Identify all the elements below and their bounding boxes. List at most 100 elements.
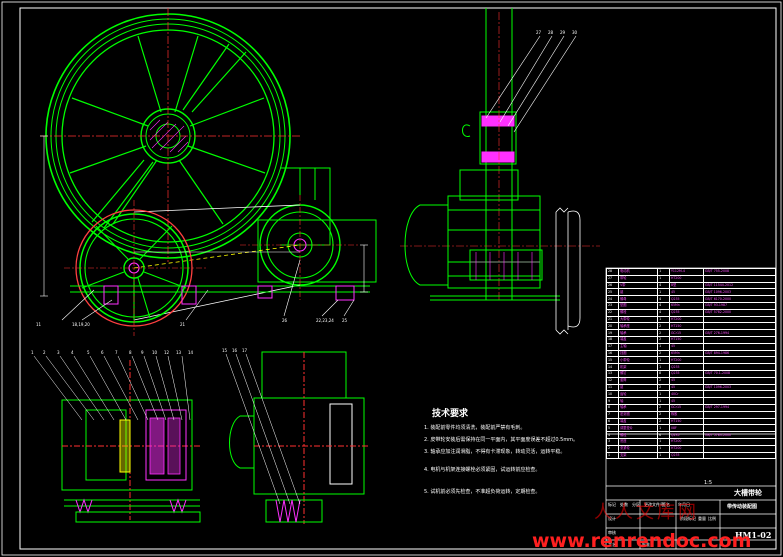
tb-label-stage: 阶段标记 [680, 516, 696, 521]
bom-cell: GB/T 755-2008 [703, 268, 776, 276]
watermark-url[interactable]: www.renrendoc.com [532, 530, 752, 552]
bom-cell: 1 [657, 363, 670, 371]
large-pulley-centerlines [40, 8, 300, 262]
bom-cell: HT150 [668, 322, 705, 331]
tb-label-date: 年月日 [678, 502, 690, 507]
bom-cell: GB/T 11544-2012 [703, 281, 776, 290]
watermark-cn: 人人文库网 [594, 502, 699, 523]
bom-cell: Q235 [668, 431, 705, 439]
bom-cell [703, 437, 776, 446]
bom-cell: GB/T 93-1987 [703, 301, 776, 310]
bom-cell: 45 [668, 397, 705, 405]
bom-cell: Q235 [668, 308, 705, 317]
bom-cell: Q235 [668, 369, 705, 378]
bom-cell: 1 [657, 315, 670, 324]
bom-cell: 2 [657, 403, 670, 412]
bom-cell: 16 [605, 349, 620, 358]
bom-cell: 2 [657, 417, 670, 426]
bom-cell: 螺栓 [618, 308, 659, 317]
base-frame-front [70, 285, 370, 305]
tb-label-scale: 比例 [708, 516, 716, 521]
bottom-middle-section [229, 351, 370, 524]
label-bm-17: 17 [242, 348, 248, 353]
bom-cell: 15 [605, 356, 620, 365]
label-front-22-24: 22,23,24 [316, 318, 334, 323]
bom-cell: 端盖 [618, 417, 659, 426]
label-front-25: 25 [342, 318, 348, 323]
label-side-28: 28 [548, 30, 554, 35]
label-bm-15: 15 [222, 348, 228, 353]
label-bl-8: 8 [129, 350, 132, 355]
bom-cell: 18 [605, 335, 620, 344]
bom-cell: 45 [668, 342, 705, 351]
belt-lines [133, 204, 301, 321]
bom-cell: 22 [605, 308, 620, 317]
bom-cell: 08F [668, 424, 705, 433]
bom-cell: 1 [605, 451, 620, 460]
label-bl-9: 9 [141, 350, 144, 355]
bom-cell [703, 390, 776, 399]
bom-cell: 带轮 [618, 274, 659, 283]
tech-requirements-title: 技术要求 [432, 409, 469, 419]
tb-label-review: 审核 [608, 530, 616, 535]
bom-cell: 主轴 [618, 342, 659, 351]
bom-cell: 45 [668, 376, 705, 385]
bom-cell: 12 [605, 376, 620, 385]
bom-cell: GB/T 894-1986 [703, 349, 776, 358]
tech-requirement-line: 2. 皮带轮安装后需保持在同一平面内，其平面度误差不超过0.5mm。 [424, 437, 579, 443]
bom-cell: 4 [657, 281, 670, 290]
bom-cell: 14 [605, 363, 620, 371]
bom-cell [703, 410, 776, 419]
bom-cell: 20 [605, 322, 620, 331]
bom-cell: 端盖 [618, 335, 659, 344]
bom-cell [703, 356, 776, 365]
bom-cell: 张紧轮 [618, 444, 659, 453]
tb-label-change: 更改文件号 [644, 502, 664, 507]
bom-cell: 1 [657, 390, 670, 399]
bom-cell [703, 363, 776, 371]
bom-cell: 1 [657, 444, 670, 453]
bom-cell: 9 [605, 397, 620, 405]
bom-cell: 1 [657, 437, 670, 446]
bom-cell: GB/T 1096-2003 [703, 288, 776, 297]
bottom-left-section [61, 360, 201, 523]
bom-cell: HT150 [668, 335, 705, 344]
label-side-30: 30 [572, 30, 578, 35]
middle-pulley-centerlines [64, 195, 360, 336]
bom-cell: 螺母 [618, 295, 659, 303]
bom-cell: 1 [657, 397, 670, 405]
bom-cell: 4 [657, 301, 670, 310]
motor-front-outline [257, 167, 377, 283]
label-bl-13: 13 [176, 350, 182, 355]
bom-cell [703, 274, 776, 283]
bom-cell: 8 [605, 403, 620, 412]
bom-cell: Y112M-4 [668, 268, 705, 276]
side-view-motor [404, 169, 560, 301]
tb-label-weight: 重量 [698, 516, 706, 521]
bom-cell: 8 [657, 369, 670, 378]
label-bl-2: 2 [43, 350, 46, 355]
bom-cell: GB/T 276-1994 [703, 329, 776, 337]
bom-cell: 轴承座 [618, 322, 659, 331]
bom-cell: B型 [668, 281, 705, 290]
bom-cell: 1 [657, 268, 670, 276]
bom-cell: 23 [605, 301, 620, 310]
bom-cell: 螺栓 [618, 431, 659, 439]
bom-cell: GCr15 [668, 403, 705, 412]
bom-cell: GB/T 5782-2000 [703, 308, 776, 317]
bom-cell [703, 451, 776, 460]
label-bl-3: 3 [57, 350, 60, 355]
